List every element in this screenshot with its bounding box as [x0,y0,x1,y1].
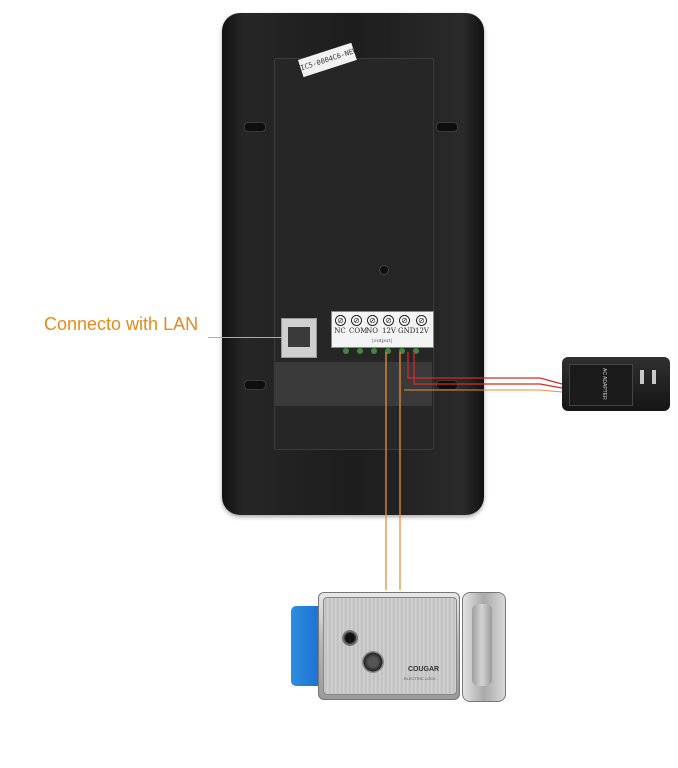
terminal-label-nc: NC [334,327,346,335]
terminal-label-12v-b: 12V [415,327,429,335]
terminal-screw-icon: ⊘ [383,315,394,326]
terminal-screw-icon: ⊘ [335,315,346,326]
adapter-label-text: AC ADAPTER [601,368,607,400]
lock-brand-subtext: ELECTRIC LOCK [404,676,436,681]
terminal-screw-icon: ⊘ [399,315,410,326]
plug-pin [640,370,644,384]
lan-annotation-label: Connecto with LAN [44,314,199,334]
device-lower-panel [274,362,432,406]
terminal-pin [413,348,419,354]
terminal-screw-icon: ⊘ [351,315,362,326]
mount-hole-top-right [436,122,458,132]
terminal-label-com: COM [349,327,368,335]
lock-blue-end [291,606,321,686]
lan-annotation-leader-line [208,337,282,338]
terminal-pin [357,348,363,354]
power-adapter-label: AC ADAPTER [569,364,633,406]
mount-hole-top-left [244,122,266,132]
lock-faceplate [323,597,457,695]
terminal-pin [399,348,405,354]
terminal-pin [385,348,391,354]
terminal-pin [343,348,349,354]
terminal-label-12v-a: 12V [382,327,396,335]
lock-button-hole [342,630,358,646]
keyhole-icon [362,651,384,673]
lock-bolt [472,604,492,686]
plug-pin [652,370,656,384]
rj45-port [281,318,317,358]
wire-power-a [407,352,563,385]
terminal-label-no: NO [366,327,378,335]
lock-brand-label: COUGAR [408,666,440,673]
terminal-screw-icon: ⊘ [367,315,378,326]
wire-power-c [404,389,563,393]
screw-hole [379,265,389,275]
wire-power-b [413,352,563,389]
terminal-pin [371,348,377,354]
terminal-output-label: |output| [372,338,393,344]
terminal-screw-icon: ⊘ [416,315,427,326]
mount-hole-bottom-left [244,380,266,390]
terminal-label-gnd: GND [398,327,416,335]
terminal-block: ⊘ ⊘ ⊘ ⊘ ⊘ ⊘ NC COM NO 12V GND 12V |outpu… [331,311,434,348]
